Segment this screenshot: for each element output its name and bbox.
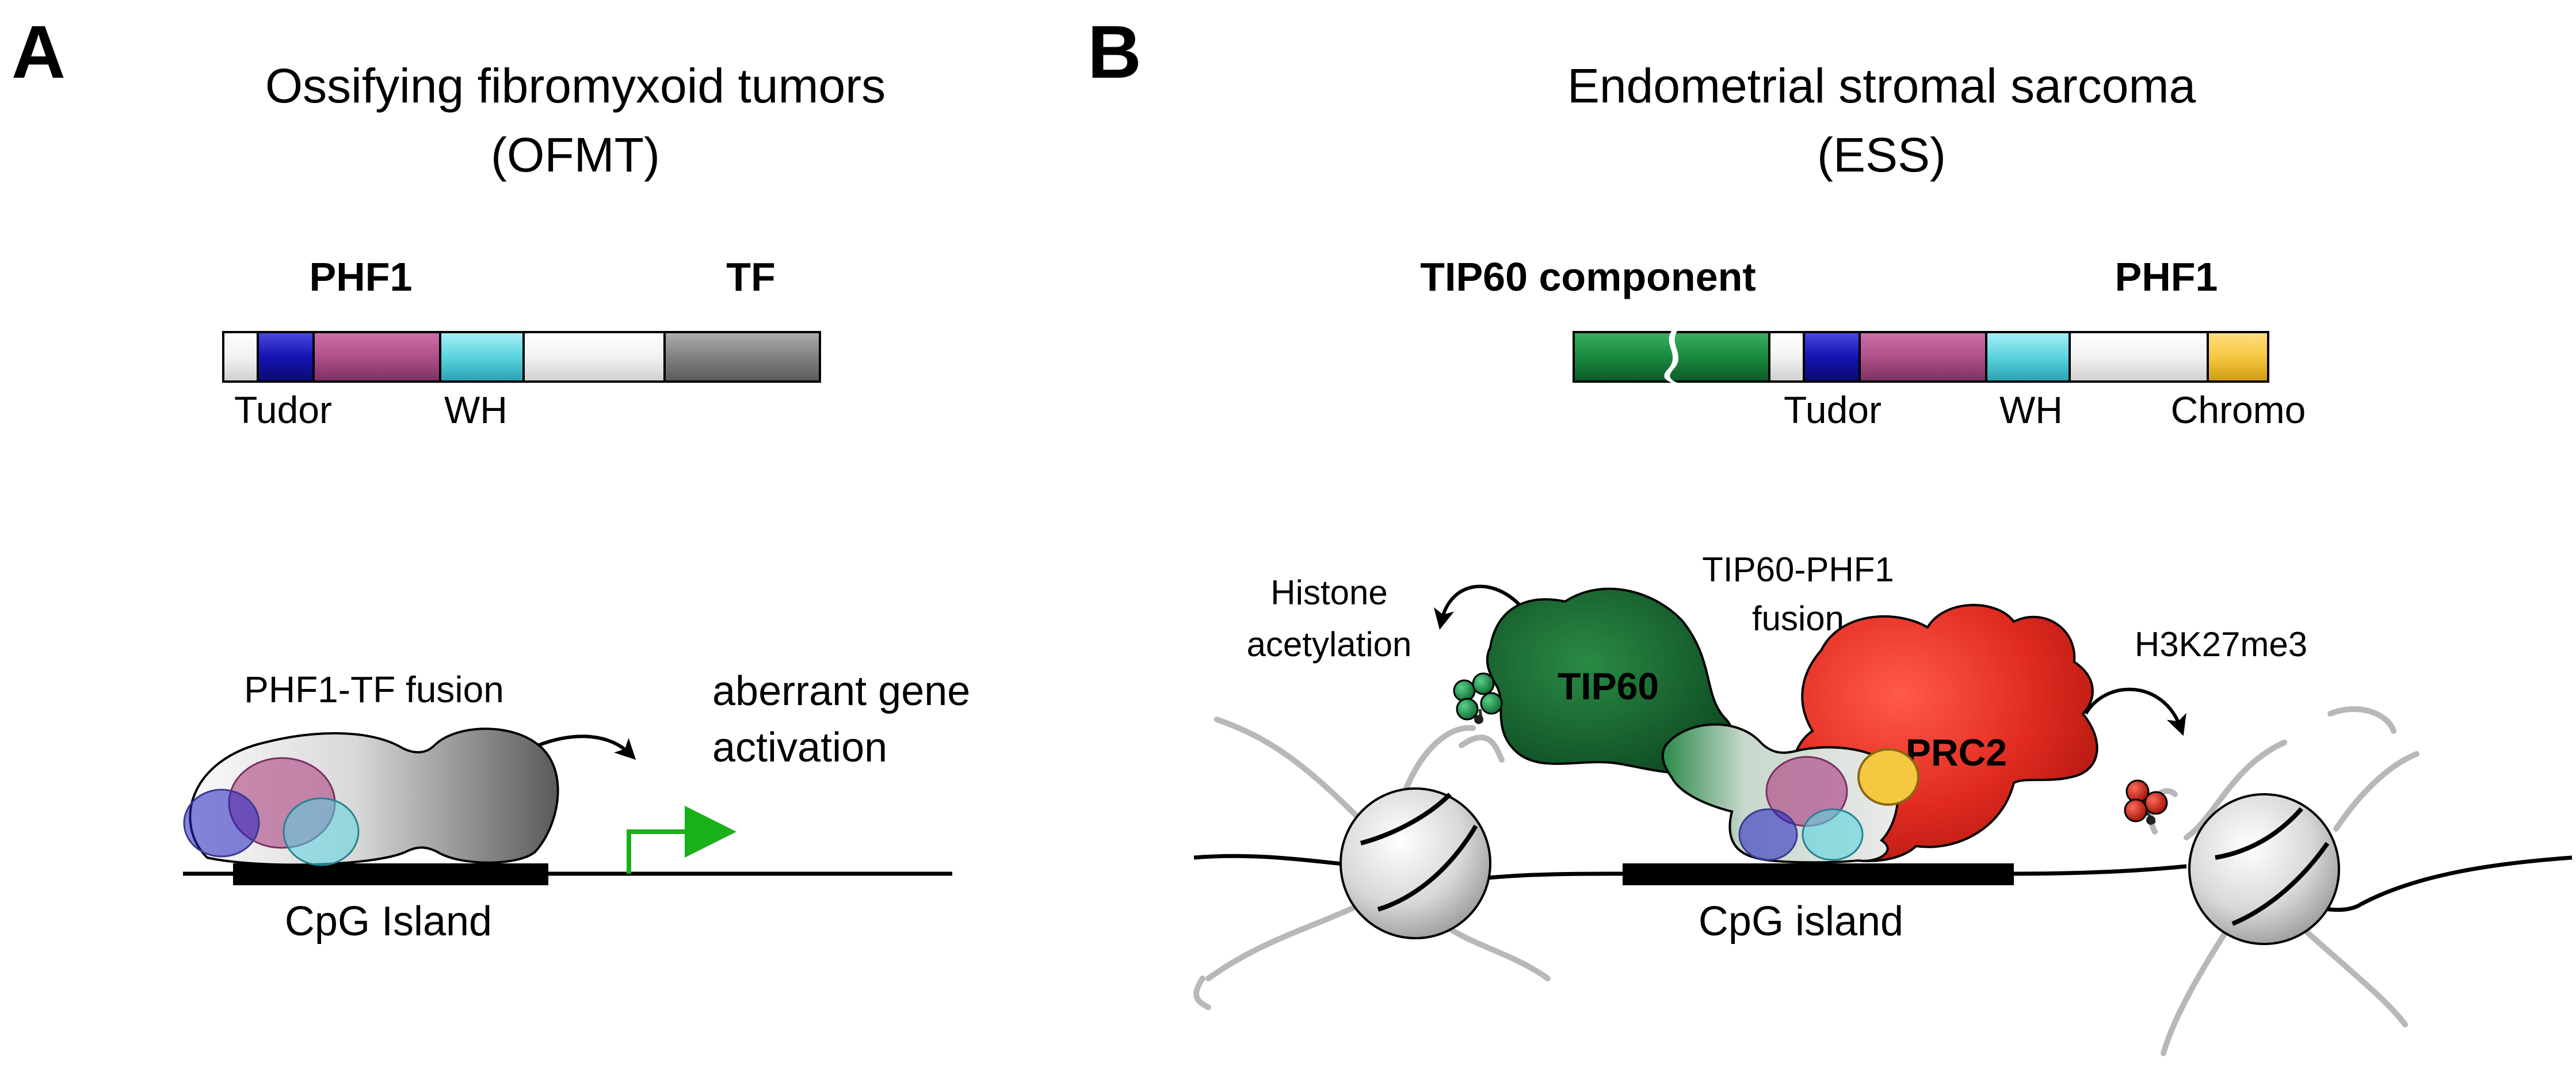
panel-b-domain-chromo: Chromo [2171,389,2306,431]
panel-a-cpg-label: CpG Island [285,898,492,945]
tip60-phf1-fusion-line2: fusion [1752,599,1844,638]
panel-a-domain-wh: WH [444,389,507,431]
nucleosome-right [2188,793,2340,945]
bar-segment-linker [522,331,666,383]
panel-b-letter: B [1087,10,1142,94]
tip60-phf1-domain-bar [1573,331,2269,383]
tip60-label: TIP60 [1558,665,1659,707]
bar-segment-wh [1985,331,2071,383]
tip60-phf1-fusion-line1: TIP60-PHF1 [1702,550,1894,589]
panel-a-domain-tudor: Tudor [234,389,332,431]
bar-segment-linker [2069,331,2209,383]
methylation-curved-arrow [2084,687,2186,736]
panel-a-title-line1: Ossifying fibromyxoid tumors [265,59,886,113]
panel-b: B Endometrial stromal sarcoma (ESS) TIP6… [1087,10,2573,1056]
phf1-tf-fusion-protein [183,728,559,866]
panel-a-activation-line2: activation [712,725,887,771]
bar-segment-wh [439,331,525,383]
acetylation-marks [1453,672,1503,724]
panel-b-label-tip60-component: TIP60 component [1420,254,1756,299]
tudor-domain-blob [183,789,260,858]
wh-domain-blob [283,797,360,866]
panel-b-domain-tudor: Tudor [1784,389,1882,431]
panel-b-domain-wh: WH [1999,389,2063,431]
bar-segment-phd [312,331,441,383]
bar-segment-nterm [222,331,259,383]
transcription-start-arrow [627,806,736,874]
panel-a: A Ossifying fibromyxoid tumors (OFMT) PH… [12,10,970,945]
histone-acetylation-line1: Histone [1270,573,1387,612]
panel-b-cpg-island [1623,863,2014,885]
tudor-domain-blob [1738,808,1798,861]
histone-acetylation-line2: acetylation [1247,625,1412,664]
nucleosome-left [1339,787,1491,939]
bar-segment-chromo [2207,331,2269,383]
bar-segment-tudor [257,331,315,383]
acetylation-curved-arrow [1433,584,1521,630]
bar-segment-tf [663,331,821,383]
panel-b-title-line2: (ESS) [1817,128,1946,182]
wh-domain-blob [1802,808,1864,861]
panel-a-title-line2: (OFMT) [491,128,660,182]
h3k27me3-label: H3K27me3 [2135,625,2307,664]
bar-break-mark [1664,331,1679,383]
panel-b-cpg-label: CpG island [1699,898,1903,945]
activation-curved-arrow [537,734,636,760]
bar-segment-tudor [1803,331,1861,383]
panel-a-cpg-island [233,863,548,885]
panel-b-title-line1: Endometrial stromal sarcoma [1567,59,2196,113]
chromo-domain-blob [1857,748,1919,806]
panel-b-label-phf1: PHF1 [2115,254,2218,299]
panel-a-fusion-label: PHF1-TF fusion [244,669,504,710]
bar-segment-phd [1858,331,1987,383]
panel-a-label-tf: TF [726,254,776,299]
panel-a-label-phf1: PHF1 [310,254,413,299]
bar-segment-phf1-nterm [1768,331,1805,383]
tip60-phf1-fusion-protein [1661,723,1919,864]
phf1-tf-domain-bar [222,331,821,383]
tip60-complex: TIP60 [1486,588,1734,775]
panel-a-activation-line1: aberrant gene [712,668,970,714]
panel-a-letter: A [12,10,66,94]
prc2-label: PRC2 [1906,731,2007,774]
h3k27me3-marks [2124,779,2168,825]
